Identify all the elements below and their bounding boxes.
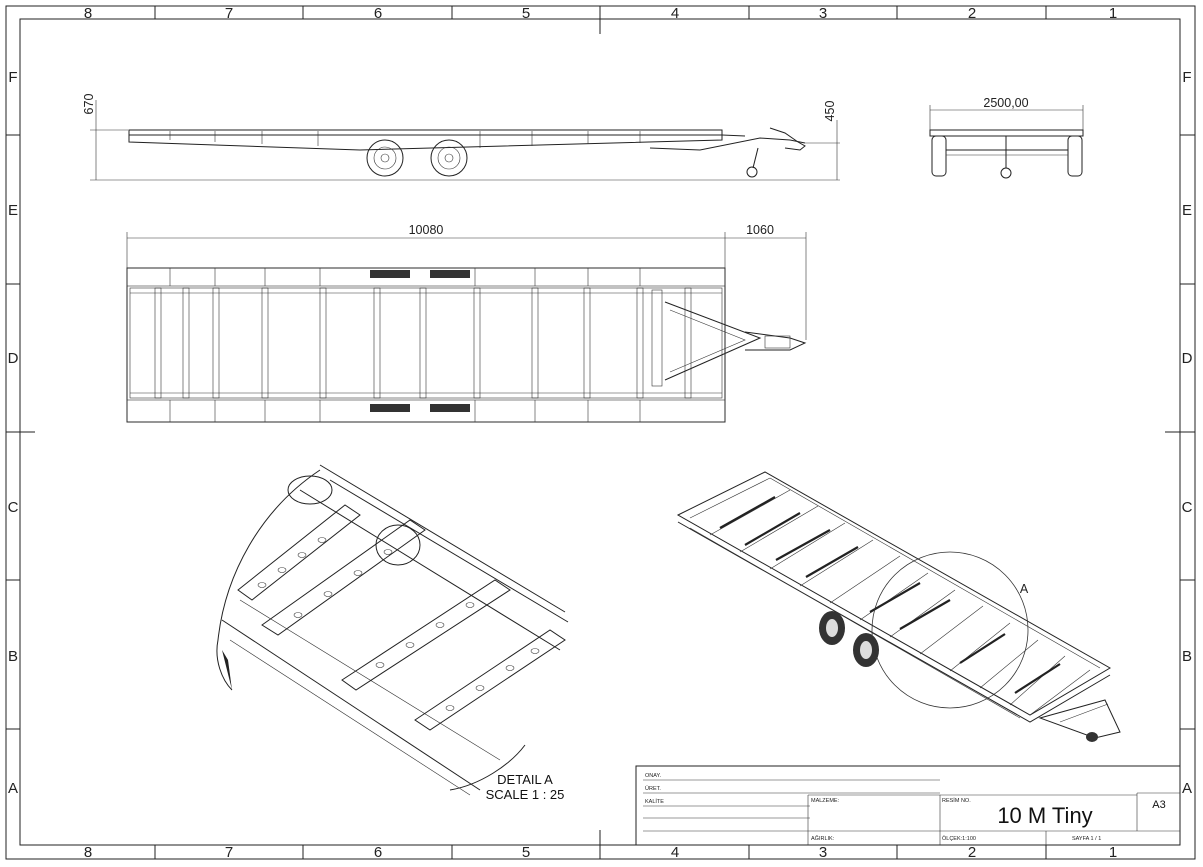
front-view: 2500,00 <box>929 96 1084 179</box>
dim-drawbar-length: 1060 <box>746 223 774 237</box>
zone-row-a: A <box>8 780 18 797</box>
zone-col-8: 8 <box>84 5 92 22</box>
zone-row-f: F <box>8 69 17 86</box>
tb-weight-label: AĞIRLIK: <box>811 835 835 842</box>
dim-hitch-height: 450 <box>823 101 837 122</box>
tb-drawing-no-label: RESİM NO. <box>942 797 971 804</box>
zone-col-5: 5 <box>522 5 530 22</box>
detail-a-marker-label: A <box>1020 582 1029 596</box>
zone-col-1: 1 <box>1109 5 1117 22</box>
zone-row-a-right: A <box>1182 780 1192 797</box>
zone-col-4: 4 <box>671 5 679 22</box>
outer-border <box>5 5 1196 860</box>
zone-col-6: 6 <box>374 5 382 22</box>
zone-col-7-bottom: 7 <box>225 844 233 861</box>
zone-col-7: 7 <box>225 5 233 22</box>
zone-row-b-right: B <box>1182 648 1192 665</box>
detail-scale: SCALE 1 : 25 <box>486 787 565 802</box>
top-view: 10080 1060 <box>126 223 807 423</box>
tb-quality-label: KALİTE <box>645 798 664 805</box>
zone-col-3: 3 <box>819 5 827 22</box>
dim-overall-width: 2500,00 <box>983 96 1028 110</box>
tb-sheet-size: A3 <box>1152 799 1165 811</box>
zone-row-b: B <box>8 648 18 665</box>
side-view: 670 450 <box>82 94 840 181</box>
dim-bed-length: 10080 <box>409 223 444 237</box>
zone-row-d-right: D <box>1182 350 1193 367</box>
zone-col-6-bottom: 6 <box>374 844 382 861</box>
zone-labels-rows: F E D C B A F E D C B A <box>8 69 1193 797</box>
tb-material-label: MALZEME: <box>811 798 840 804</box>
zone-row-f-right: F <box>1182 69 1191 86</box>
zone-labels-bottom: 8 7 6 5 4 3 2 1 <box>84 844 1117 861</box>
zone-row-d: D <box>8 350 19 367</box>
tb-approved-label: ONAY. <box>645 773 661 779</box>
zone-row-e: E <box>8 202 18 219</box>
zone-col-8-bottom: 8 <box>84 844 92 861</box>
zone-col-4-bottom: 4 <box>671 844 679 861</box>
zone-col-5-bottom: 5 <box>522 844 530 861</box>
side-wheel-front <box>366 139 404 177</box>
dim-side-height: 670 <box>82 94 96 115</box>
tb-produced-label: ÜRET. <box>645 785 661 792</box>
zone-row-e-right: E <box>1182 202 1192 219</box>
zone-labels-top: 8 7 6 5 4 3 2 1 <box>84 5 1117 22</box>
zone-col-2-bottom: 2 <box>968 844 976 861</box>
isometric-view: A <box>676 471 1121 742</box>
detail-a-marker-circle <box>871 551 1029 709</box>
tb-page-label: SAYFA 1 / 1 <box>1072 836 1101 842</box>
detail-title: DETAIL A <box>497 772 553 787</box>
side-wheel-rear <box>430 139 468 177</box>
zone-col-1-bottom: 1 <box>1109 844 1117 861</box>
tb-scale-label: ÖLÇEK:1:100 <box>942 835 976 842</box>
detail-a-view: DETAIL A SCALE 1 : 25 <box>216 464 569 802</box>
zone-col-3-bottom: 3 <box>819 844 827 861</box>
zone-ticks <box>6 6 1195 859</box>
zone-col-2: 2 <box>968 5 976 22</box>
zone-row-c-right: C <box>1182 499 1193 516</box>
zone-row-c: C <box>8 499 19 516</box>
tb-title: 10 M Tiny <box>997 803 1092 828</box>
title-block: ONAY. ÜRET. KALİTE MALZEME: RESİM NO. 10… <box>635 765 1181 846</box>
